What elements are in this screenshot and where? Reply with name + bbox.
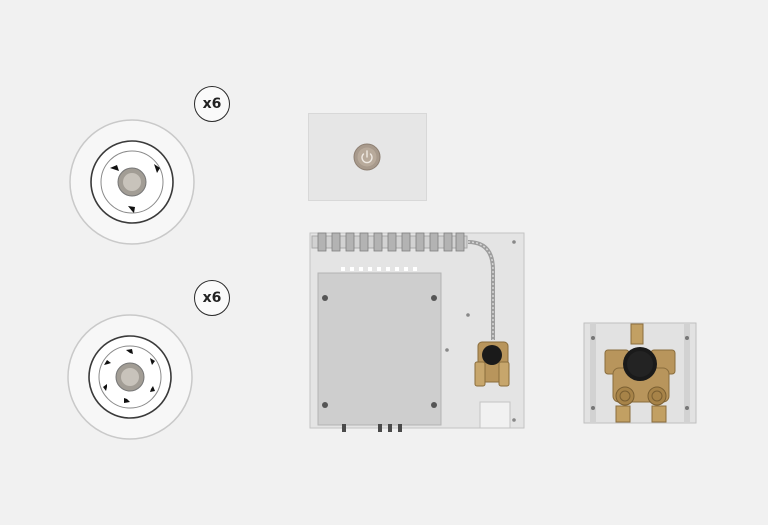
quantity-badge: x6 xyxy=(194,280,230,316)
quantity-label: x6 xyxy=(202,290,222,306)
body-jet-3-port xyxy=(68,118,196,246)
power-icon xyxy=(353,143,381,171)
power-button-panel xyxy=(308,113,427,201)
quantity-badge: x6 xyxy=(194,86,230,122)
control-module-plate xyxy=(308,230,528,435)
mixing-valve-bracket xyxy=(583,320,699,426)
quantity-label: x6 xyxy=(202,96,222,112)
body-jet-6-port xyxy=(66,313,194,441)
